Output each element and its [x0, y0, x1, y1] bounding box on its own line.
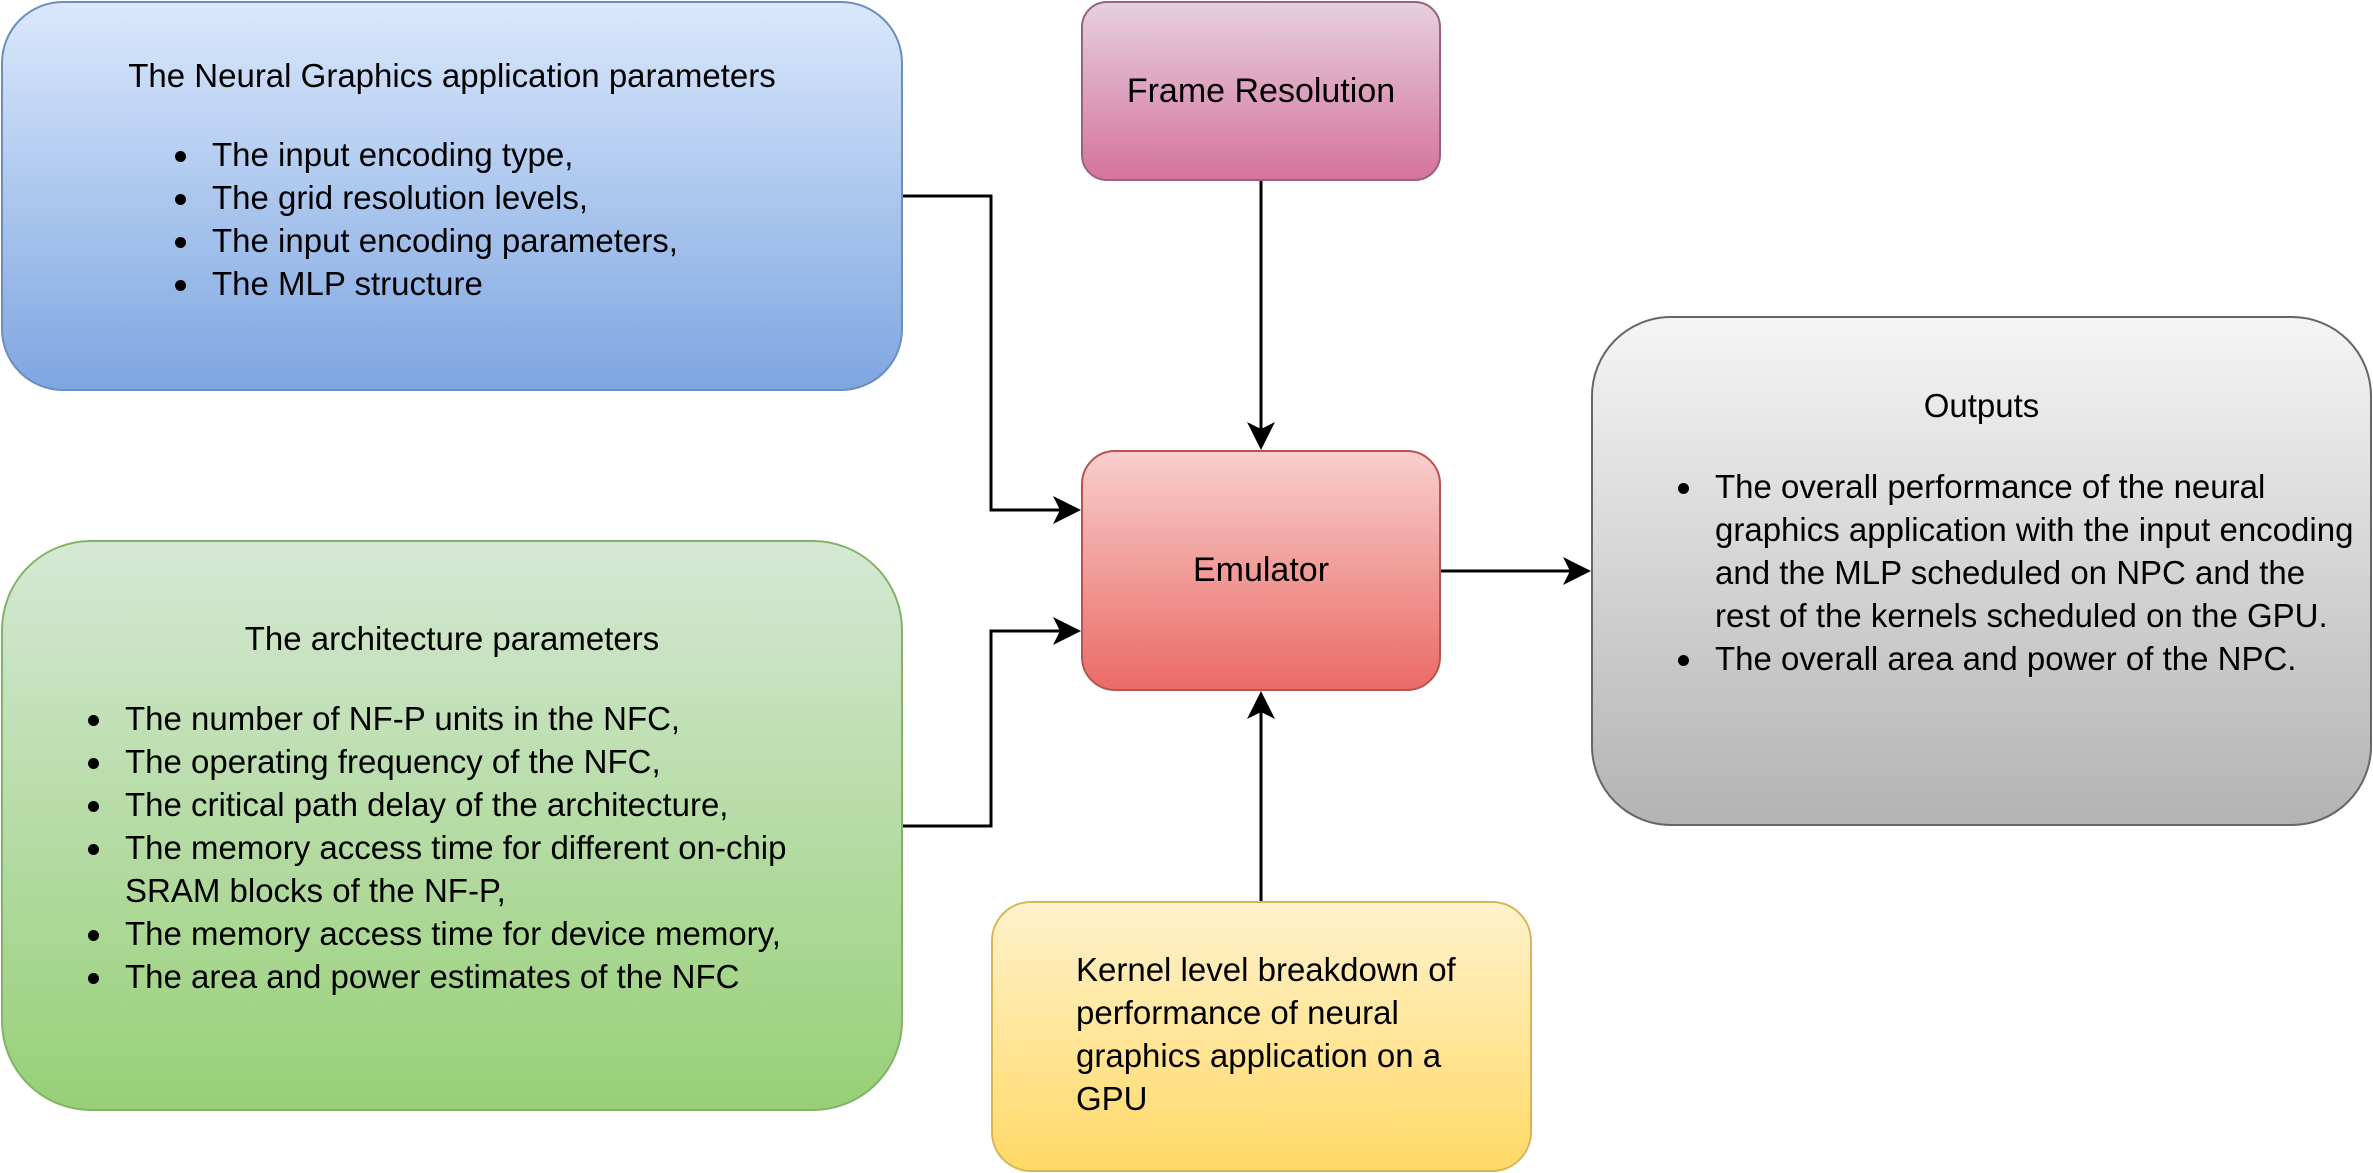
outputs-title: Outputs: [1923, 387, 2040, 424]
neural-graphics-item: The input encoding type,: [171, 133, 871, 176]
architecture-item: The area and power estimates of the NFC: [84, 955, 884, 998]
outputs-box: Outputs The overall performance of the n…: [1591, 316, 2372, 826]
emulator-box: Emulator: [1081, 450, 1441, 691]
outputs-item: The overall area and power of the NPC.: [1674, 637, 2364, 680]
gpu-breakdown-label: Kernel level breakdown of performance of…: [1076, 951, 1456, 1117]
architecture-item: The number of NF-P units in the NFC,: [84, 697, 884, 740]
architecture-params-title: The architecture parameters: [244, 620, 660, 657]
architecture-item: The critical path delay of the architect…: [84, 783, 884, 826]
neural-graphics-item: The grid resolution levels,: [171, 176, 871, 219]
edge-frame-resolution-to-emulator: [1247, 181, 1275, 450]
neural-graphics-params-title: The Neural Graphics application paramete…: [128, 57, 776, 94]
neural-graphics-params-list: The input encoding type,The grid resolut…: [171, 133, 871, 305]
neural-graphics-params-box: The Neural Graphics application paramete…: [1, 1, 903, 391]
architecture-item: The operating frequency of the NFC,: [84, 740, 884, 783]
edge-architecture-to-emulator: [903, 617, 1081, 828]
edge-neural-graphics-to-emulator: [903, 194, 1081, 524]
emulator-label: Emulator: [1192, 551, 1330, 589]
neural-graphics-item: The input encoding parameters,: [171, 219, 871, 262]
architecture-params-box: The architecture parameters The number o…: [1, 540, 903, 1111]
edge-gpu-to-emulator: [1247, 691, 1275, 901]
architecture-item: The memory access time for different on-…: [84, 826, 884, 912]
frame-resolution-box: Frame Resolution: [1081, 1, 1441, 181]
edge-emulator-to-outputs: [1441, 557, 1591, 585]
architecture-item: The memory access time for device memory…: [84, 912, 884, 955]
outputs-list: The overall performance of the neural gr…: [1674, 465, 2364, 680]
outputs-item: The overall performance of the neural gr…: [1674, 465, 2364, 637]
frame-resolution-label: Frame Resolution: [1126, 71, 1396, 110]
neural-graphics-item: The MLP structure: [171, 262, 871, 305]
architecture-params-list: The number of NF-P units in the NFC,The …: [84, 697, 884, 998]
gpu-breakdown-box: Kernel level breakdown of performance of…: [991, 901, 1532, 1172]
